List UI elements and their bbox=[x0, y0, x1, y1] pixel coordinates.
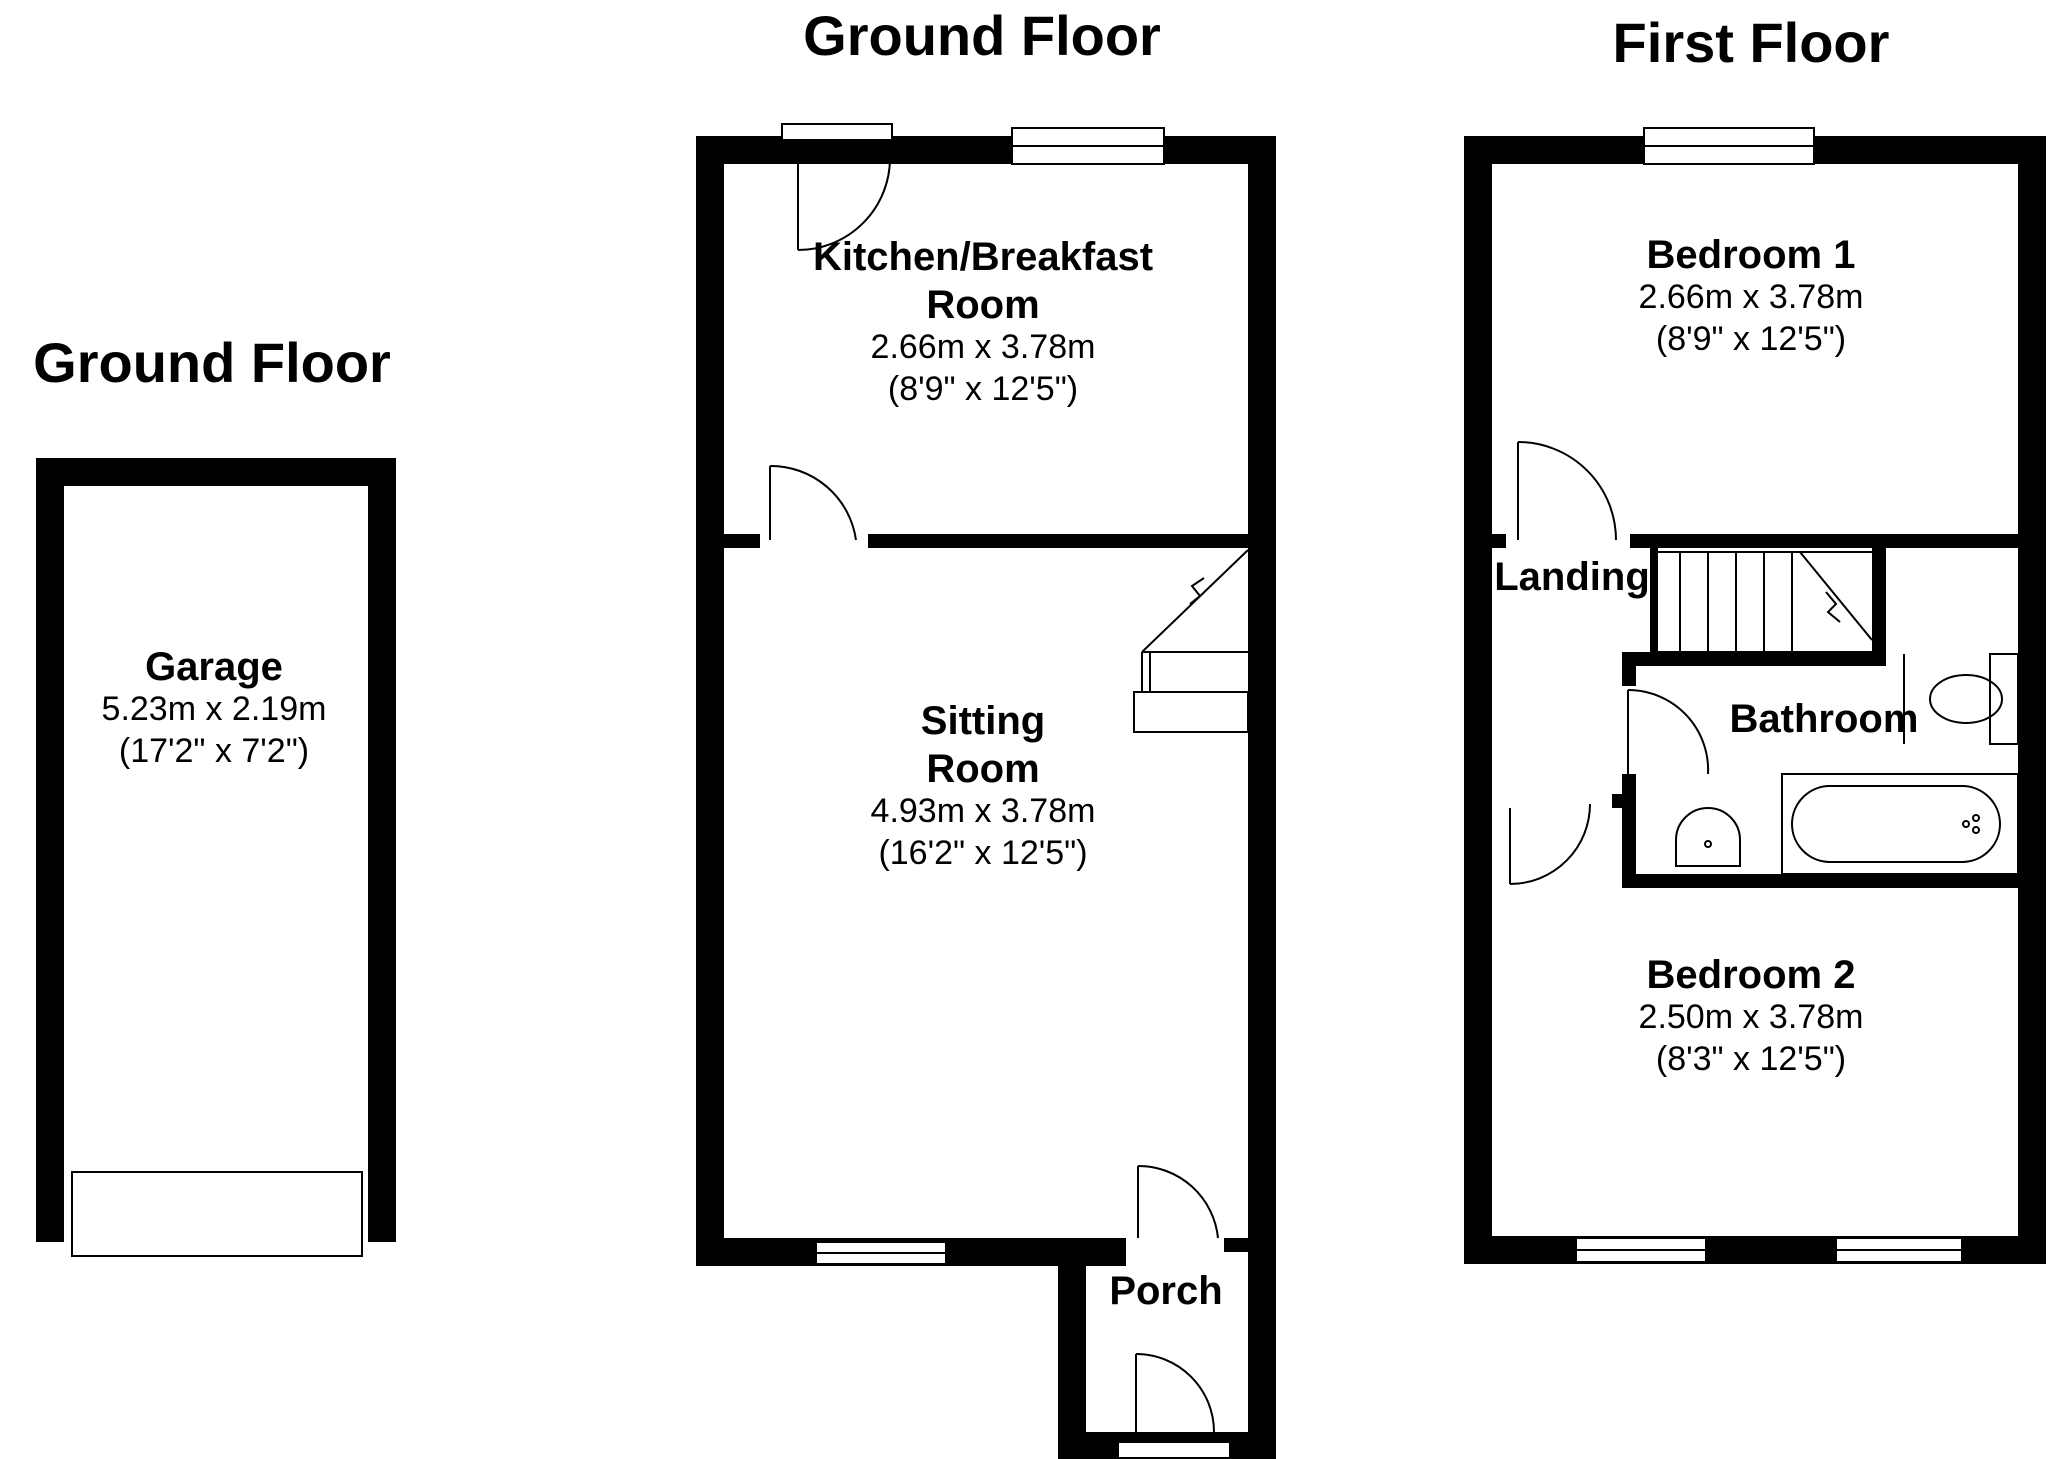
bedroom1-door bbox=[1517, 441, 1617, 541]
landing-label: Landing bbox=[1494, 555, 1650, 599]
bedroom2-door bbox=[1509, 803, 1591, 885]
ground-floor-plan bbox=[696, 123, 1276, 1459]
porch-internal-door bbox=[1137, 1164, 1219, 1239]
garage-wall-top bbox=[36, 458, 396, 486]
ground-stairs bbox=[1133, 549, 1249, 733]
garage-wall-right bbox=[368, 458, 396, 1242]
bedroom1-label: Bedroom 1 bbox=[1647, 233, 1856, 277]
porch-wall-left bbox=[1058, 1238, 1086, 1459]
first-wall-left bbox=[1464, 136, 1492, 1264]
bathtub bbox=[1781, 773, 2019, 875]
garage-imperial: (17'2" x 7'2") bbox=[119, 732, 309, 770]
kitchen-back-door-frame bbox=[781, 123, 893, 141]
first-floor-heading: First Floor bbox=[1613, 11, 1890, 74]
garage-label: Garage bbox=[145, 645, 283, 689]
stair-wall-right bbox=[1872, 548, 1886, 658]
kitchen-label-line1: Kitchen/Breakfast bbox=[813, 235, 1153, 279]
toilet bbox=[1903, 653, 2019, 745]
kitchen-label-line2: Room bbox=[926, 283, 1039, 327]
bath-wall-left bbox=[1622, 774, 1636, 884]
sitting-label-line2: Room bbox=[926, 747, 1039, 791]
bedroom1-imperial: (8'9" x 12'5") bbox=[1656, 320, 1846, 358]
bedroom2-label: Bedroom 2 bbox=[1647, 953, 1856, 997]
kitchen-back-door bbox=[797, 157, 891, 251]
front-door bbox=[1135, 1353, 1215, 1433]
sitting-imperial: (16'2" x 12'5") bbox=[878, 834, 1087, 872]
garage-plan bbox=[36, 458, 396, 1257]
bedroom2-metric: 2.50m x 3.78m bbox=[1639, 998, 1864, 1036]
landing-wall-stub bbox=[1492, 534, 1506, 548]
front-door-frame bbox=[1117, 1441, 1231, 1459]
bedroom1-wall bbox=[1630, 534, 2018, 548]
ground-wall-right bbox=[1248, 136, 1276, 1459]
first-floor-plan bbox=[1464, 127, 2046, 1264]
stair-wall-bottom bbox=[1622, 652, 1886, 666]
bathroom-door bbox=[1627, 688, 1710, 782]
bathroom-label: Bathroom bbox=[1730, 697, 1919, 741]
first-stairs bbox=[1658, 551, 1873, 653]
ground-floor-heading: Ground Floor bbox=[803, 4, 1161, 67]
garage-metric: 5.23m x 2.19m bbox=[102, 690, 327, 728]
bedroom1-metric: 2.66m x 3.78m bbox=[1639, 278, 1864, 316]
stair-wall-left bbox=[1650, 548, 1658, 658]
kitchen-wall-stub bbox=[724, 534, 760, 548]
garage-door bbox=[71, 1171, 363, 1257]
kitchen-internal-door bbox=[769, 464, 857, 541]
wash-basin bbox=[1675, 807, 1741, 867]
porch-label: Porch bbox=[1109, 1269, 1222, 1313]
garage-floor-heading: Ground Floor bbox=[33, 331, 391, 394]
kitchen-sitting-wall bbox=[868, 534, 1248, 548]
sitting-label-line1: Sitting bbox=[921, 699, 1045, 743]
sitting-metric: 4.93m x 3.78m bbox=[871, 792, 1096, 830]
garage-wall-left bbox=[36, 458, 64, 1242]
kitchen-metric: 2.66m x 3.78m bbox=[871, 328, 1096, 366]
bedroom2-imperial: (8'3" x 12'5") bbox=[1656, 1040, 1846, 1078]
porch-wall-stub bbox=[1224, 1238, 1276, 1252]
bath-wall-stub-top bbox=[1622, 652, 1636, 686]
first-wall-right bbox=[2018, 136, 2046, 1264]
ground-wall-left bbox=[696, 136, 724, 1266]
bath-wall-notch bbox=[1612, 794, 1626, 808]
bath-bedroom2-wall bbox=[1622, 874, 2018, 888]
kitchen-imperial: (8'9" x 12'5") bbox=[888, 370, 1078, 408]
